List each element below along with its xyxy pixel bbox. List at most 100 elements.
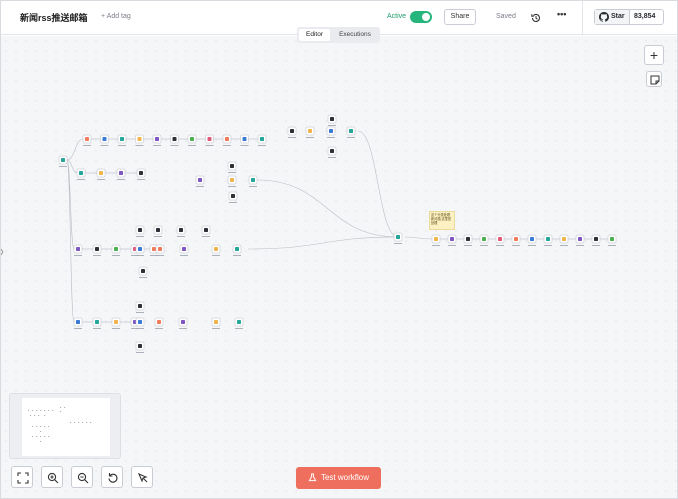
graph-node-icon (138, 344, 142, 348)
graph-node-label (512, 245, 520, 246)
graph-node-label (560, 245, 568, 246)
graph-node-icon (158, 247, 162, 251)
share-button[interactable]: Share (444, 9, 476, 25)
graph-connection (66, 159, 75, 323)
workflow-graph (58, 114, 617, 353)
graph-node-label (188, 145, 196, 146)
graph-node-icon (85, 137, 89, 141)
graph-node-icon (482, 237, 486, 241)
add-tag-button[interactable]: + Add tag (101, 13, 131, 20)
github-star-widget[interactable]: Star 83,854 (594, 9, 664, 25)
graph-node-label (131, 328, 139, 329)
cursor-icon (137, 472, 148, 483)
graph-node-icon (214, 247, 218, 251)
graph-node-icon (114, 247, 118, 251)
history-icon[interactable] (530, 11, 542, 23)
tab-editor[interactable]: Editor (299, 29, 330, 41)
graph-node-icon (138, 228, 142, 232)
github-star-button[interactable]: Star (595, 10, 630, 24)
graph-node-icon (530, 237, 534, 241)
graph-node-icon (231, 194, 235, 198)
graph-node-label (240, 145, 249, 146)
add-sticky-button[interactable] (646, 71, 662, 87)
undo-icon (108, 473, 118, 483)
workflow-title[interactable]: 新闻rss推送邮箱 (20, 13, 88, 23)
graph-node-label (59, 166, 67, 167)
graph-node-label (592, 245, 600, 246)
fit-view-icon (17, 472, 29, 484)
zoom-in-button[interactable] (41, 466, 63, 488)
graph-node-label (112, 255, 120, 256)
graph-node-icon (114, 320, 118, 324)
graph-node-label (249, 186, 257, 187)
graph-node-label (223, 145, 231, 146)
graph-node-icon (172, 137, 177, 141)
graph-node-label (464, 245, 472, 246)
graph-node-icon (181, 320, 185, 324)
github-icon (599, 12, 609, 22)
more-options-button[interactable]: ••• (557, 9, 567, 19)
graph-node-label (228, 186, 236, 187)
graph-node-icon (251, 178, 255, 182)
minimap-viewport[interactable] (22, 398, 110, 456)
graph-node-label (93, 255, 101, 256)
graph-node-label (136, 255, 144, 256)
graph-node-icon (235, 247, 239, 251)
graph-node-label (97, 179, 105, 180)
fit-view-button[interactable] (11, 466, 33, 488)
graph-node-icon (139, 171, 143, 175)
active-toggle[interactable] (410, 11, 432, 23)
graph-node-label (212, 255, 220, 256)
graph-node-label (136, 328, 144, 329)
graph-node-icon (578, 237, 582, 241)
graph-node-icon (155, 137, 159, 141)
graph-node-label (179, 328, 187, 329)
graph-node-icon (79, 171, 83, 175)
graph-node-label (131, 255, 139, 256)
graph-node-label (118, 145, 126, 146)
header-divider (582, 1, 583, 35)
graph-node-icon (434, 237, 438, 241)
graph-node-label (196, 186, 204, 187)
add-node-button[interactable]: + (644, 45, 664, 65)
graph-node-icon (99, 171, 103, 175)
graph-node-icon (138, 304, 142, 308)
graph-node-label (328, 157, 336, 158)
graph-node-icon (610, 237, 614, 241)
graph-node-label (347, 137, 355, 138)
graph-node-icon (230, 164, 234, 168)
graph-node-label (576, 245, 584, 246)
graph-node-icon (76, 320, 80, 324)
graph-node-label (528, 245, 536, 246)
graph-node-label (153, 145, 161, 146)
graph-node-label (205, 145, 214, 146)
graph-node-label (136, 312, 144, 313)
graph-node-label (155, 328, 163, 329)
graph-node-icon (290, 129, 294, 133)
graph-node-label (139, 277, 147, 278)
toggle-knob (422, 13, 430, 21)
graph-node-icon (237, 320, 241, 324)
graph-node-icon (562, 237, 566, 241)
graph-node-label (229, 202, 237, 203)
test-workflow-button[interactable]: Test workflow (296, 467, 381, 489)
graph-node-label (202, 236, 210, 237)
reset-zoom-button[interactable] (101, 466, 123, 488)
graph-node-icon (514, 237, 518, 241)
graph-node-icon (330, 117, 334, 121)
graph-node-icon (546, 237, 550, 241)
zoom-out-button[interactable] (71, 466, 93, 488)
minimap[interactable] (9, 393, 121, 459)
active-label: Active (387, 13, 407, 20)
graph-connection (404, 236, 433, 240)
workflow-canvas[interactable] (1, 36, 677, 498)
graph-node-icon (498, 237, 502, 241)
tab-executions[interactable]: Executions (339, 31, 371, 38)
graph-node-icon (329, 129, 333, 133)
zoom-out-icon (77, 472, 89, 484)
sticky-note[interactable]: 这个分类处理新问题,这里是处理 (429, 211, 455, 230)
graph-node-label (480, 245, 488, 246)
graph-node-label (608, 245, 616, 246)
tidy-up-button[interactable] (131, 466, 153, 488)
graph-node-icon (396, 235, 400, 239)
